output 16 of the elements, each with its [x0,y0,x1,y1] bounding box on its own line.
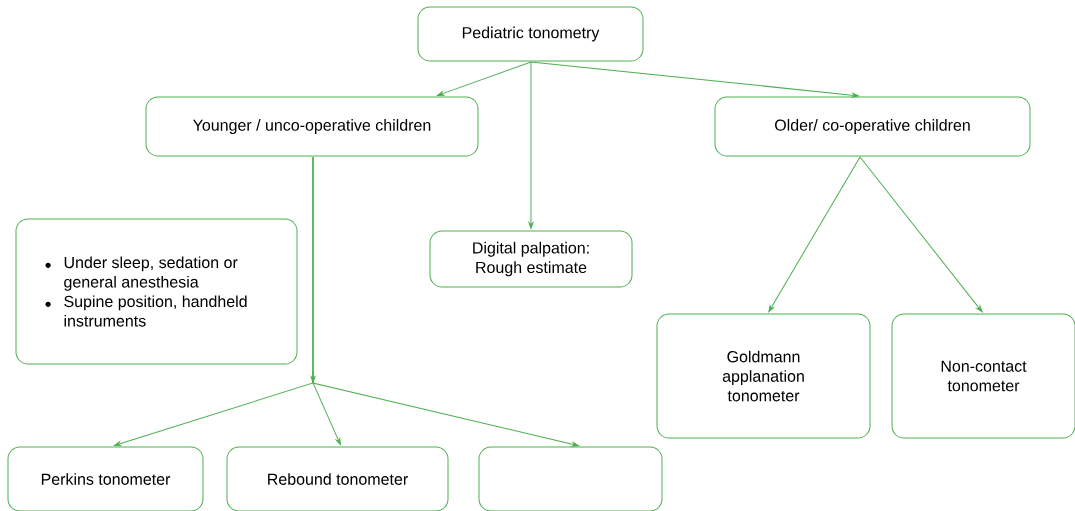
arrow [437,61,532,96]
process-box: Younger / unco-operative children [145,96,479,157]
process-box: Non-contact tonometer [891,313,1075,439]
arrow [530,61,859,98]
arrow [768,156,861,313]
empty-box [478,446,663,511]
bullet-list-box: Under sleep, sedation or general anesthesia Supine position, handheld instruments [15,218,298,365]
process-box: Goldmann applanation tonometer [656,313,871,439]
process-box: Rebound tonometer [226,446,449,511]
arrow [859,156,983,313]
arrow [312,156,579,447]
process-box: Perkins tonometer [7,446,204,511]
process-box: Pediatric tonometry [417,6,644,62]
process-box: Older/ co-operative children [714,96,1031,157]
arrow [528,61,534,229]
process-box: Digital palpation: Rough estimate [429,230,633,288]
